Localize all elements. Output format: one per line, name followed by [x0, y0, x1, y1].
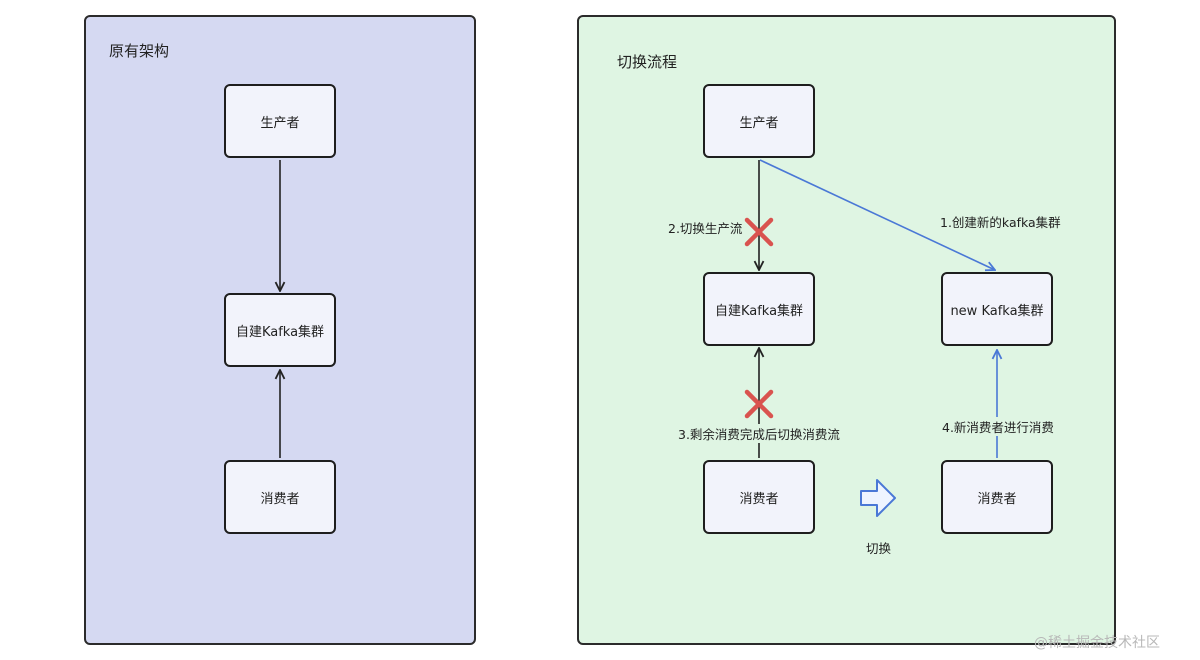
step3-label: 3.剩余消费完成后切换消费流 [676, 424, 842, 443]
left-producer-node: 生产者 [224, 84, 336, 158]
left-consumer-node: 消费者 [224, 460, 336, 534]
switch-label: 切换 [866, 541, 892, 556]
left-kafka-cluster-node: 自建Kafka集群 [224, 293, 336, 367]
right-new-consumer-node: 消费者 [941, 460, 1053, 534]
step2-label: 2.切换生产流 [668, 221, 743, 236]
watermark: @稀土掘金技术社区 [1034, 635, 1160, 651]
step1-label: 1.创建新的kafka集群 [940, 215, 1061, 230]
step4-label: 4.新消费者进行消费 [940, 417, 1056, 436]
right-panel-title: 切换流程 [617, 53, 678, 71]
right-new-kafka-cluster-node: new Kafka集群 [941, 272, 1053, 346]
right-old-kafka-cluster-node: 自建Kafka集群 [703, 272, 815, 346]
right-old-consumer-node: 消费者 [703, 460, 815, 534]
left-panel-title: 原有架构 [109, 42, 170, 60]
right-producer-node: 生产者 [703, 84, 815, 158]
